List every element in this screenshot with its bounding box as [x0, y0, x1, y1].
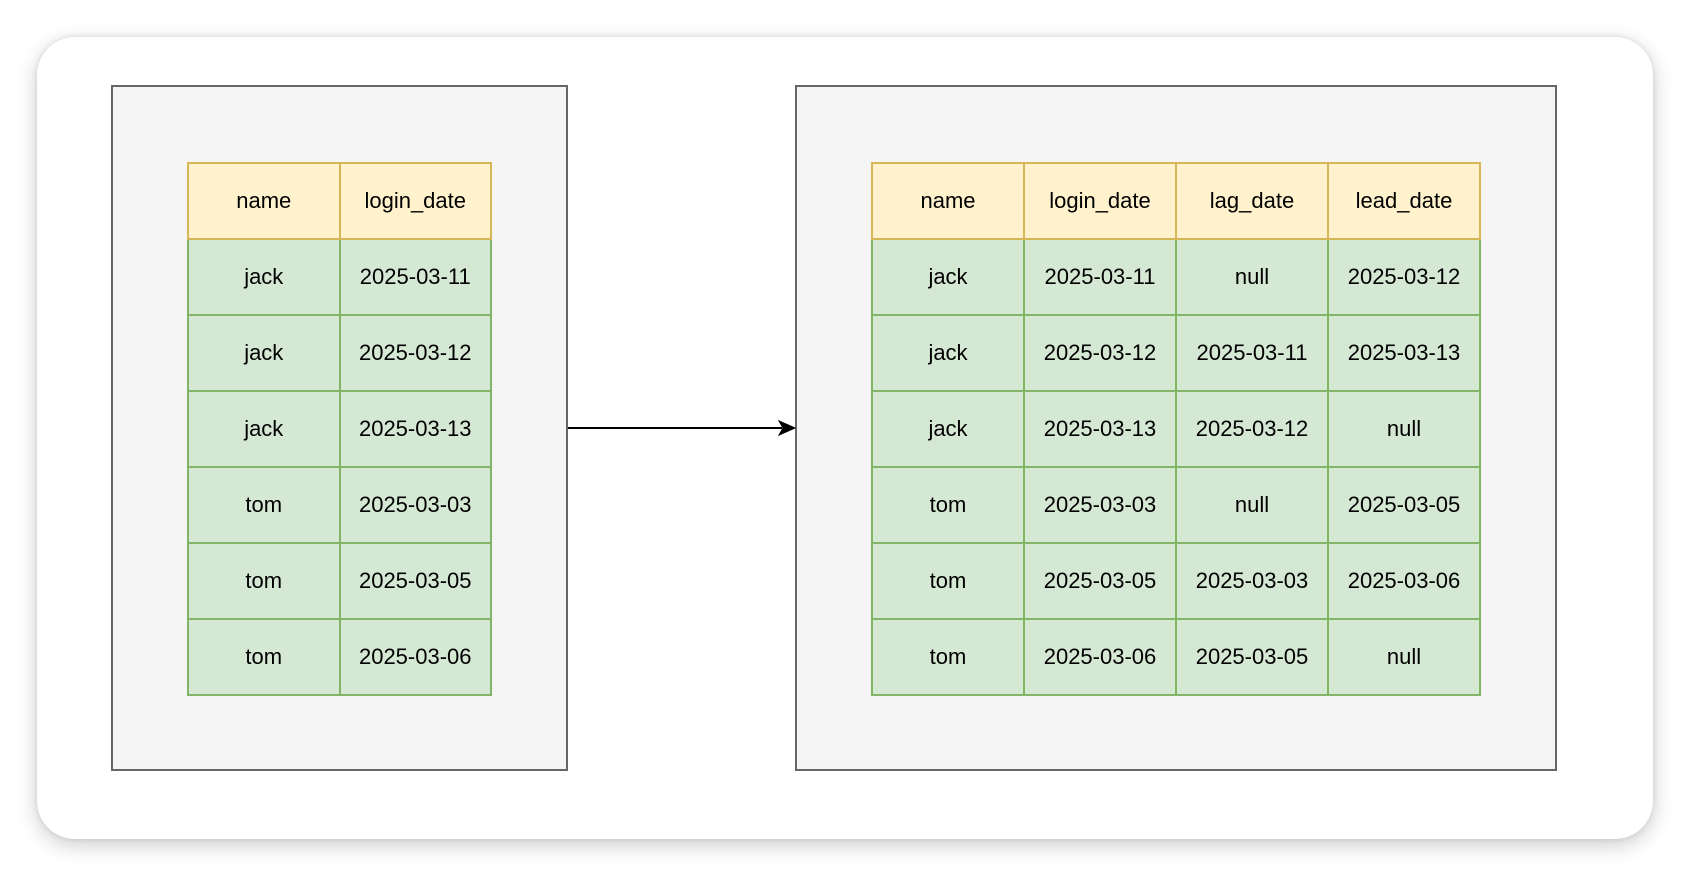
header-name: name: [187, 162, 341, 240]
cell-login-date: 2025-03-11: [1023, 238, 1177, 316]
header-lag-date: lag_date: [1175, 162, 1329, 240]
cell-login-date: 2025-03-13: [338, 390, 492, 468]
cell-login-date: 2025-03-12: [338, 314, 492, 392]
output-table: name login_date lag_date lead_date jack …: [871, 162, 1481, 696]
cell-name: tom: [187, 542, 341, 620]
header-login-date: login_date: [1023, 162, 1177, 240]
table-row: jack 2025-03-12: [187, 314, 492, 392]
table-row: tom 2025-03-06 2025-03-05 null: [871, 618, 1481, 696]
cell-name: tom: [187, 618, 341, 696]
cell-name: tom: [871, 542, 1025, 620]
cell-login-date: 2025-03-05: [338, 542, 492, 620]
cell-lead-date: null: [1327, 390, 1481, 468]
table-row: tom 2025-03-05 2025-03-03 2025-03-06: [871, 542, 1481, 620]
header-login-date: login_date: [338, 162, 492, 240]
cell-login-date: 2025-03-05: [1023, 542, 1177, 620]
cell-lead-date: 2025-03-13: [1327, 314, 1481, 392]
cell-login-date: 2025-03-12: [1023, 314, 1177, 392]
table-row: tom 2025-03-06: [187, 618, 492, 696]
cell-login-date: 2025-03-06: [1023, 618, 1177, 696]
cell-lead-date: 2025-03-06: [1327, 542, 1481, 620]
cell-lag-date: 2025-03-05: [1175, 618, 1329, 696]
cell-name: tom: [187, 466, 341, 544]
cell-login-date: 2025-03-11: [338, 238, 492, 316]
cell-lead-date: 2025-03-12: [1327, 238, 1481, 316]
cell-name: jack: [187, 314, 341, 392]
cell-name: tom: [871, 466, 1025, 544]
cell-lag-date: null: [1175, 466, 1329, 544]
cell-lag-date: 2025-03-12: [1175, 390, 1329, 468]
cell-lag-date: null: [1175, 238, 1329, 316]
cell-name: jack: [871, 238, 1025, 316]
cell-lag-date: 2025-03-03: [1175, 542, 1329, 620]
cell-login-date: 2025-03-06: [338, 618, 492, 696]
header-name: name: [871, 162, 1025, 240]
cell-name: jack: [187, 238, 341, 316]
cell-lead-date: 2025-03-05: [1327, 466, 1481, 544]
cell-lag-date: 2025-03-11: [1175, 314, 1329, 392]
table-row: tom 2025-03-03: [187, 466, 492, 544]
header-lead-date: lead_date: [1327, 162, 1481, 240]
cell-login-date: 2025-03-03: [1023, 466, 1177, 544]
cell-login-date: 2025-03-03: [338, 466, 492, 544]
cell-name: jack: [187, 390, 341, 468]
table-row: jack 2025-03-12 2025-03-11 2025-03-13: [871, 314, 1481, 392]
table-row: jack 2025-03-13 2025-03-12 null: [871, 390, 1481, 468]
cell-login-date: 2025-03-13: [1023, 390, 1177, 468]
table-header-row: name login_date: [187, 162, 492, 240]
cell-lead-date: null: [1327, 618, 1481, 696]
table-header-row: name login_date lag_date lead_date: [871, 162, 1481, 240]
table-row: jack 2025-03-11: [187, 238, 492, 316]
table-row: tom 2025-03-05: [187, 542, 492, 620]
input-table: name login_date jack 2025-03-11 jack 202…: [187, 162, 492, 696]
cell-name: jack: [871, 390, 1025, 468]
table-row: jack 2025-03-13: [187, 390, 492, 468]
table-row: jack 2025-03-11 null 2025-03-12: [871, 238, 1481, 316]
cell-name: jack: [871, 314, 1025, 392]
table-row: tom 2025-03-03 null 2025-03-05: [871, 466, 1481, 544]
cell-name: tom: [871, 618, 1025, 696]
